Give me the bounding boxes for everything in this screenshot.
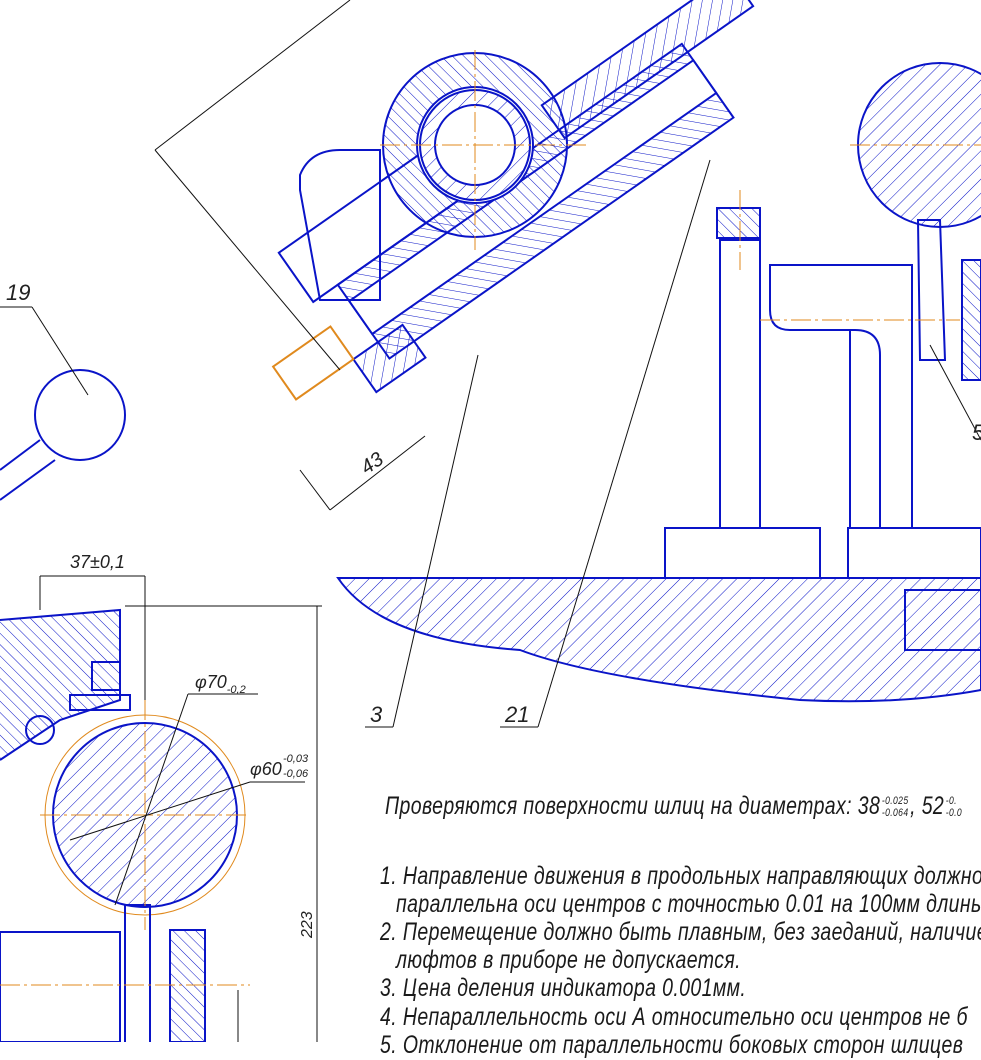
note-4: 4. Непараллельность оси А относительно о…	[380, 1003, 968, 1031]
note-3: 3. Цена деления индикатора 0.001мм.	[380, 974, 747, 1002]
dimension-dia-70: φ70-0,2	[195, 672, 246, 696]
note-1: 1. Направление движения в продольных нап…	[380, 862, 981, 890]
dimension-37: 37±0,1	[70, 552, 125, 572]
base-plate	[336, 577, 981, 703]
callout-3: 3	[370, 702, 383, 727]
note-1-cont: параллельна оси центров с точностью 0.01…	[396, 890, 981, 918]
knurled-knob-upper	[961, 259, 981, 381]
note-2: 2. Перемещение должно быть плавным, без …	[380, 918, 981, 946]
note-5: 5. Отклонение от параллельности боковых …	[380, 1031, 964, 1059]
dimension-223: 223	[299, 911, 316, 939]
knurled-knob-lower	[169, 929, 206, 1042]
dimension-43: 43	[357, 448, 388, 479]
ball-handle	[34, 369, 126, 461]
callout-21: 21	[504, 702, 529, 727]
bracket	[769, 264, 913, 529]
base-block-right	[847, 527, 981, 579]
callout-5: 5	[972, 420, 981, 445]
dimension-dia-60-upper: -0,03	[283, 753, 309, 765]
notes-header: Проверяются поверхности шлиц на диаметра…	[385, 792, 963, 820]
support-column	[719, 239, 761, 529]
dimension-dia-60-lower: -0,06	[283, 768, 309, 780]
dimension-dia-60: φ60	[250, 759, 282, 779]
base-block-left	[664, 527, 821, 579]
note-2-cont: люфтов в приборе не допускается.	[396, 946, 741, 974]
callout-19: 19	[6, 280, 30, 305]
